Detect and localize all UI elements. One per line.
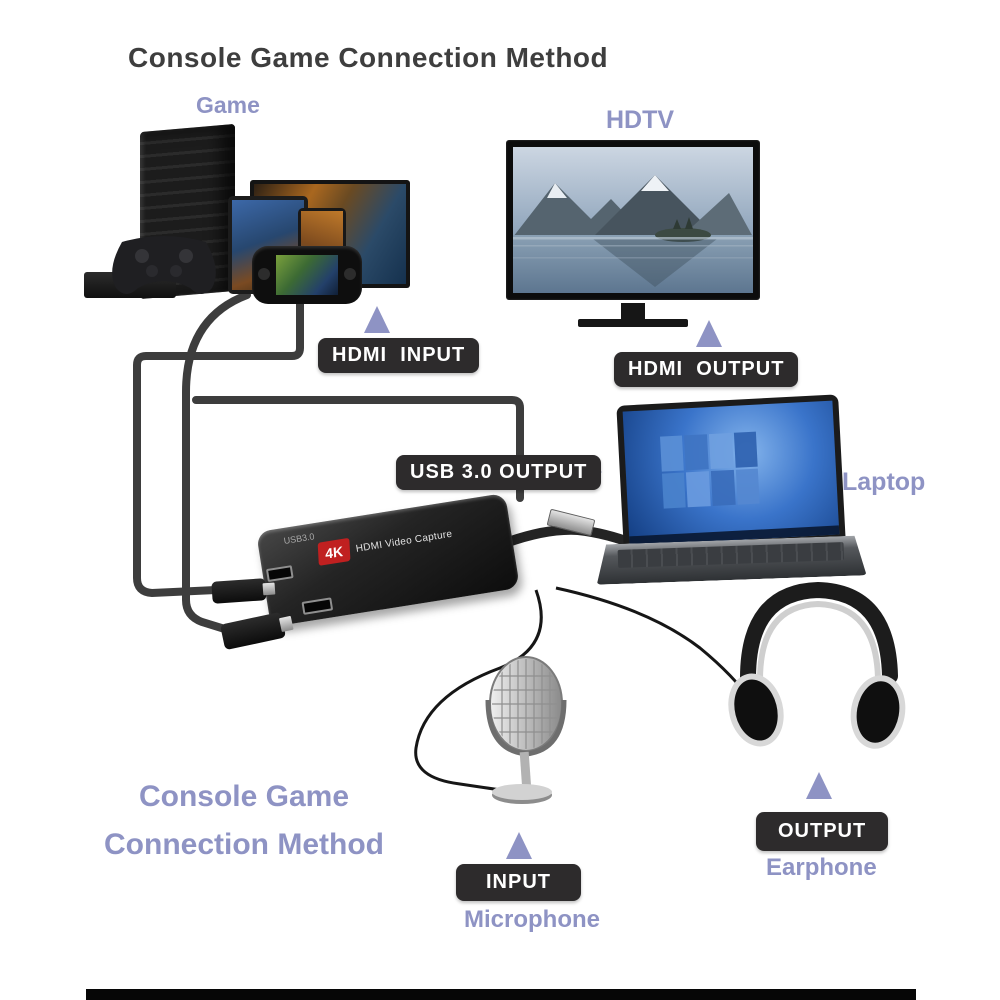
- earphone-device: [728, 581, 906, 749]
- up-arrow-icon: [806, 772, 832, 799]
- up-arrow-icon: [506, 832, 532, 859]
- page-title: Console Game Connection Method: [128, 42, 609, 73]
- handheld-console: [252, 246, 362, 304]
- microphone-device: [485, 656, 567, 804]
- up-arrow-icon: [364, 306, 390, 333]
- usb3-port-label: USB3.0: [282, 531, 316, 547]
- hdtv-label: HDTV: [606, 106, 675, 134]
- footer-line-2: Connection Method: [104, 828, 384, 861]
- laptop-keyboard: [617, 542, 844, 568]
- usb-output-badge: USB 3.0 OUTPUT: [396, 455, 602, 490]
- hdmi-input-badge: HDMI INPUT: [318, 338, 480, 373]
- game-label: Game: [196, 92, 260, 118]
- hdmi-port-2: [301, 597, 334, 615]
- hdmi-output-badge: HDMI OUTPUT: [614, 352, 799, 387]
- mic-input-badge: INPUT: [456, 864, 581, 901]
- up-arrow-icon: [696, 320, 722, 347]
- earphone-label: Earphone: [766, 854, 877, 881]
- laptop-screen-bezel: [616, 394, 846, 552]
- tv-stand-base: [578, 319, 688, 327]
- laptop-device: [596, 394, 871, 588]
- tv-landscape-image: [513, 147, 753, 293]
- card-caption: HDMI Video Capture: [355, 528, 454, 555]
- hdmi-plug-1: [211, 578, 267, 604]
- 4k-logo: 4K: [317, 537, 351, 566]
- laptop-screen: [622, 400, 840, 546]
- hdtv-display: [506, 140, 760, 330]
- gamepad-icon: [112, 236, 216, 294]
- footer-line-1: Console Game: [138, 780, 350, 813]
- ear-output-badge: OUTPUT: [756, 812, 889, 851]
- microphone-label: Microphone: [464, 906, 600, 933]
- footer-caption: Console Game Connection Method: [88, 773, 400, 869]
- laptop-label: Laptop: [842, 468, 926, 496]
- tv-stand-neck: [621, 303, 645, 320]
- game-console-group: [84, 120, 414, 310]
- bottom-divider-bar: [86, 989, 916, 1000]
- tv-frame: [506, 140, 760, 300]
- hdmi-port-1: [265, 565, 294, 583]
- windows-tiles: [659, 431, 760, 509]
